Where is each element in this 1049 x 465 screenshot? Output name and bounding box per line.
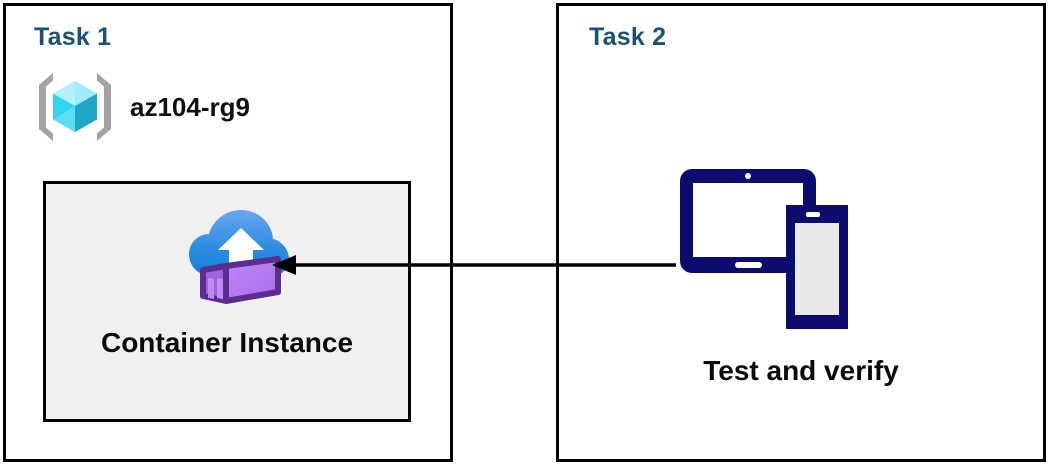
devices-tablet-phone-icon xyxy=(680,169,848,329)
task-1-title: Task 1 xyxy=(34,23,112,51)
test-and-verify-label: Test and verify xyxy=(703,355,899,386)
task-2-panel: Task 2 Test and verify xyxy=(556,3,1046,462)
container-instance-icon xyxy=(189,210,289,304)
task-1-panel: Task 1 az104-rg9 xyxy=(3,3,453,462)
left-arrow-icon xyxy=(272,255,676,275)
resource-group-row: az104-rg9 xyxy=(34,68,250,146)
task-2-title: Task 2 xyxy=(589,23,667,51)
resource-group-label: az104-rg9 xyxy=(130,91,250,122)
container-instance-box: Container Instance xyxy=(43,181,411,422)
container-instance-label: Container Instance xyxy=(100,327,354,358)
resource-group-icon xyxy=(39,73,111,141)
